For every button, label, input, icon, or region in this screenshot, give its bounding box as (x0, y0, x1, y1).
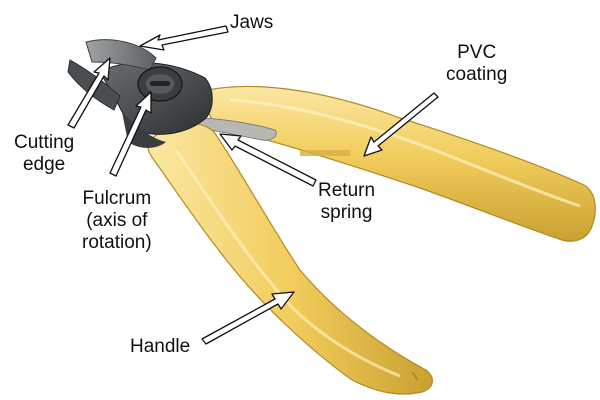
label-cutting-edge: Cutting edge (14, 132, 75, 175)
arrow-handle (201, 291, 295, 345)
upper-blade (85, 39, 157, 71)
pointer-arrows (67, 25, 439, 345)
label-jaws: Jaws (230, 12, 274, 33)
arrow-cutting-edge (67, 57, 111, 129)
arrow-fulcrum (109, 91, 152, 177)
label-pvc-coating: PVC coating (446, 42, 508, 85)
arrow-jaws (139, 25, 229, 51)
arrow-pvc-coating (363, 92, 439, 157)
label-return-spring: Return spring (318, 180, 376, 223)
return-spring (195, 117, 277, 141)
label-fulcrum: Fulcrum (axis of rotation) (82, 188, 152, 253)
upper-handle (206, 85, 596, 242)
lower-handle (147, 123, 433, 395)
label-handle: Handle (130, 336, 191, 357)
fulcrum-pivot (137, 66, 183, 102)
arrow-return-spring (219, 133, 317, 187)
